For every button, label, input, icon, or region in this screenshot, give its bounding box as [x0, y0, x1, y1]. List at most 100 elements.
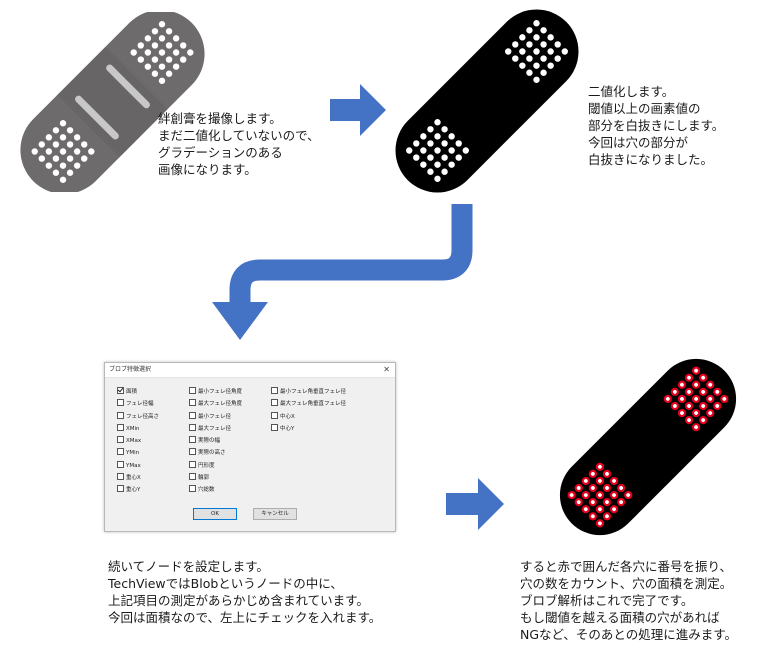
binarized-bandage-image: [395, 9, 579, 193]
perforation-hole: [526, 41, 533, 48]
perforation-hole: [434, 119, 441, 126]
feature-checkbox[interactable]: YMin: [117, 447, 159, 459]
perforation-hole: [554, 55, 561, 62]
perforation-hole: [512, 55, 519, 62]
checkbox-icon[interactable]: [271, 399, 278, 407]
feature-checkbox-label: 最大フェレ径角度: [198, 401, 243, 408]
checkbox-checked-icon[interactable]: [117, 387, 124, 394]
perforation-hole: [165, 56, 173, 63]
caption-step4: すると赤で囲んだ各穴に番号を振り、 穴の数をカウント、穴の面積を測定。 ブロブ解…: [520, 559, 738, 642]
perforation-hole: [151, 42, 159, 49]
checkbox-icon[interactable]: [271, 387, 278, 394]
checkbox-icon[interactable]: [189, 473, 196, 481]
feature-checkbox[interactable]: 中心X: [271, 411, 346, 423]
perforation-hole: [427, 168, 434, 175]
perforation-hole: [455, 154, 462, 161]
perforation-hole: [151, 70, 159, 77]
feature-checkbox-label: 最小フェレ角垂直フェレ径: [280, 389, 347, 395]
feature-checkbox[interactable]: 穴総数: [189, 484, 242, 496]
perforation-hole: [602, 498, 612, 507]
feature-checkbox[interactable]: XMax: [117, 435, 159, 447]
feature-checkbox-label: 中心X: [280, 413, 295, 420]
feature-checkbox[interactable]: 中心Y: [271, 423, 346, 435]
feature-checkbox[interactable]: 最小フェレ角垂直フェレ径: [271, 386, 346, 398]
close-icon[interactable]: ✕: [383, 365, 390, 374]
feature-checkbox[interactable]: 実際の幅: [189, 435, 242, 447]
perforation-hole: [533, 48, 540, 55]
checkbox-icon[interactable]: [189, 460, 196, 468]
checkbox-icon[interactable]: [117, 473, 124, 481]
perforation-hole: [59, 134, 67, 141]
feature-checkbox[interactable]: フェレ径幅: [117, 398, 159, 410]
feature-checkbox[interactable]: フェレ径高さ: [117, 411, 159, 423]
perforation-hole: [406, 147, 413, 154]
checkbox-icon[interactable]: [271, 423, 278, 431]
feature-checkbox[interactable]: 最小フェレ径: [189, 411, 242, 423]
feature-checkbox[interactable]: XMin: [117, 423, 159, 435]
feature-checkbox[interactable]: 最大フェレ径: [189, 423, 242, 435]
perforation-hole: [420, 147, 427, 154]
feature-checkbox[interactable]: 輪郭: [189, 472, 242, 484]
perforation-hole: [427, 154, 434, 161]
feature-checkbox-label: 重心Y: [126, 487, 141, 494]
checkbox-icon[interactable]: [189, 423, 196, 431]
perforation-hole: [81, 155, 88, 162]
feature-checkbox[interactable]: YMax: [117, 460, 159, 472]
perforation-hole: [699, 401, 708, 411]
cancel-button[interactable]: キャンセル: [253, 508, 297, 520]
checkbox-icon[interactable]: [117, 485, 124, 493]
perforation-hole: [59, 176, 67, 183]
perforation-hole: [434, 133, 441, 140]
feature-checkbox[interactable]: 最大フェレ角垂直フェレ径: [271, 398, 346, 410]
checkbox-icon[interactable]: [189, 485, 196, 493]
feature-checkbox[interactable]: 面積: [117, 386, 159, 398]
perforation-hole: [609, 476, 619, 486]
perforation-hole: [691, 366, 701, 375]
perforation-hole: [699, 416, 708, 425]
perforation-hole: [81, 141, 88, 148]
checkbox-icon[interactable]: [117, 411, 124, 419]
perforation-hole: [144, 63, 152, 70]
checkbox-icon[interactable]: [189, 411, 196, 419]
checkbox-icon[interactable]: [117, 436, 124, 444]
checkbox-icon[interactable]: [117, 423, 124, 431]
feature-checkbox[interactable]: 重心X: [117, 472, 159, 484]
checkbox-icon[interactable]: [117, 448, 124, 456]
checkbox-icon[interactable]: [117, 399, 124, 407]
ok-button[interactable]: OK: [193, 508, 237, 520]
checkbox-column-2: 最小フェレ径角度最大フェレ径角度最小フェレ径最大フェレ径実際の幅実際の高さ円形度…: [189, 386, 242, 497]
perforation-hole: [462, 147, 469, 154]
checkbox-icon[interactable]: [271, 411, 278, 419]
perforation-hole: [441, 140, 448, 147]
checkbox-icon[interactable]: [189, 399, 196, 407]
checkbox-icon[interactable]: [189, 448, 196, 456]
feature-checkbox-label: YMin: [126, 450, 140, 457]
feature-checkbox[interactable]: 最小フェレ径角度: [189, 386, 242, 398]
checkbox-icon[interactable]: [189, 387, 196, 394]
perforation-hole: [45, 162, 53, 169]
perforation-hole: [720, 394, 729, 404]
feature-checkbox-label: 実際の幅: [198, 438, 221, 445]
perforation-hole: [540, 69, 547, 76]
perforation-hole: [684, 387, 694, 396]
perforation-hole: [691, 380, 701, 389]
checkbox-icon[interactable]: [189, 436, 196, 444]
feature-checkbox[interactable]: 実際の高さ: [189, 447, 242, 459]
feature-checkbox-label: YMax: [126, 462, 141, 469]
feature-checkbox[interactable]: 重心Y: [117, 484, 159, 496]
perforation-hole: [66, 127, 74, 134]
feature-checkbox-label: 中心Y: [280, 425, 295, 432]
perforation-hole: [73, 148, 81, 155]
perforation-hole: [663, 394, 672, 404]
feature-checkbox[interactable]: 最大フェレ径角度: [189, 398, 242, 410]
feature-checkbox[interactable]: 円形度: [189, 460, 242, 472]
perforation-hole: [691, 394, 701, 404]
perforation-hole: [684, 401, 694, 411]
checkbox-icon[interactable]: [117, 460, 124, 468]
perforation-hole: [165, 28, 173, 35]
dialog-title: ブロブ特徴選択: [109, 366, 152, 373]
perforation-hole: [448, 161, 455, 168]
perforation-hole: [144, 49, 152, 56]
perforation-hole: [595, 519, 605, 528]
feature-checkbox-label: XMax: [126, 438, 142, 445]
